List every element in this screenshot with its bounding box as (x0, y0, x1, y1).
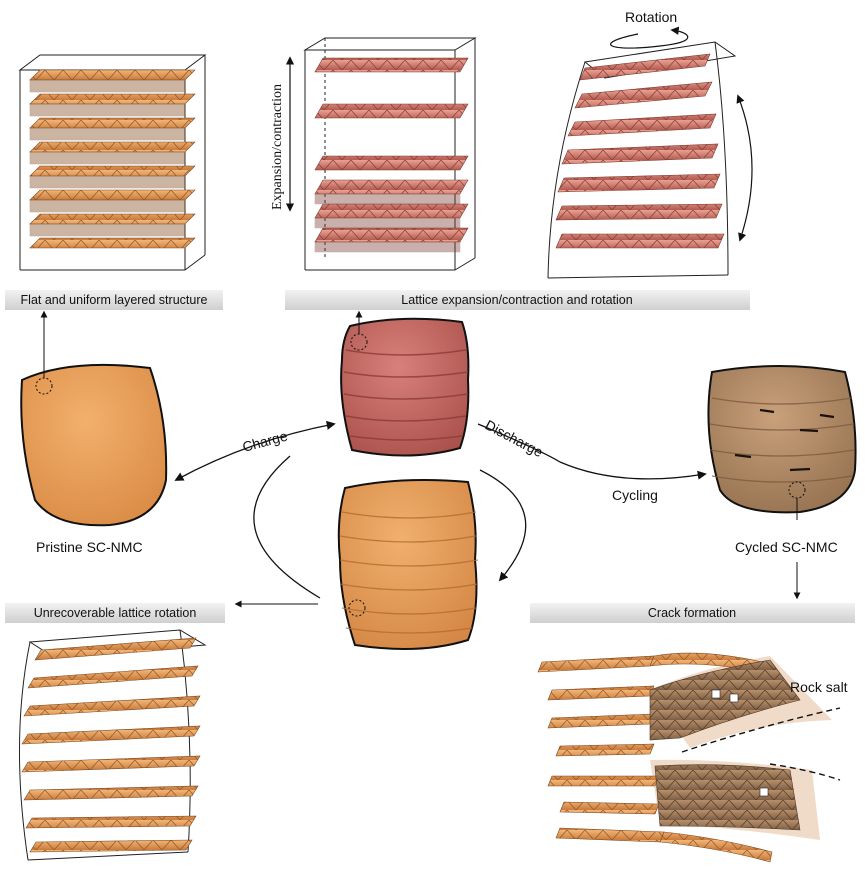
rocksalt-regions (649, 659, 801, 831)
panel-flat-layered: Flat and uniform layered structure (5, 54, 223, 310)
rock-salt-label: Rock salt (790, 679, 848, 695)
expansion-caption-bar (285, 290, 750, 310)
flat-caption-bar (5, 290, 223, 310)
pristine-particle (20, 310, 168, 527)
cycle-right-arc (479, 469, 527, 582)
charge-arrow (174, 420, 336, 481)
expansion-caption: Lattice expansion/contraction and rotati… (401, 293, 632, 307)
discharge-label: Discharge (483, 417, 546, 461)
charged-particle (340, 310, 470, 457)
unrecoverable-caption: Unrecoverable lattice rotation (34, 606, 197, 620)
rotation-side-arrow (736, 94, 753, 242)
discharged-particle (337, 479, 479, 650)
pristine-label: Pristine SC-NMC (36, 539, 143, 555)
charge-label: Charge (241, 428, 290, 455)
cycled-label: Cycled SC-NMC (735, 539, 838, 555)
cycle-left-arc (253, 455, 321, 599)
panel-unrecoverable: Unrecoverable lattice rotation (5, 603, 225, 861)
discharge-arrow (477, 423, 707, 480)
crack-caption: Crack formation (648, 606, 736, 620)
crack-dashed-line-1 (681, 707, 841, 753)
unrecoverable-caption-bar (5, 603, 225, 623)
rotation-label: Rotation (625, 9, 677, 25)
cycled-particle (707, 365, 857, 520)
discharged-zoom-circle (348, 599, 366, 617)
crack-caption-bar (530, 603, 855, 623)
expansion-layers (314, 57, 469, 253)
flat-layers (29, 69, 196, 249)
rotation-layers (555, 53, 725, 249)
crack-dashed-line-2 (769, 763, 841, 781)
unrecoverable-layers (21, 637, 201, 853)
panel-expansion: Expansion/contraction Rotation Lattice e… (270, 9, 753, 310)
rotation-arrow (610, 26, 689, 49)
panel-crack: Crack formation Rock salt (530, 603, 855, 863)
expansion-axis-label: Expansion/contraction (270, 84, 285, 210)
cycling-label: Cycling (612, 487, 658, 503)
flat-caption: Flat and uniform layered structure (21, 293, 208, 307)
